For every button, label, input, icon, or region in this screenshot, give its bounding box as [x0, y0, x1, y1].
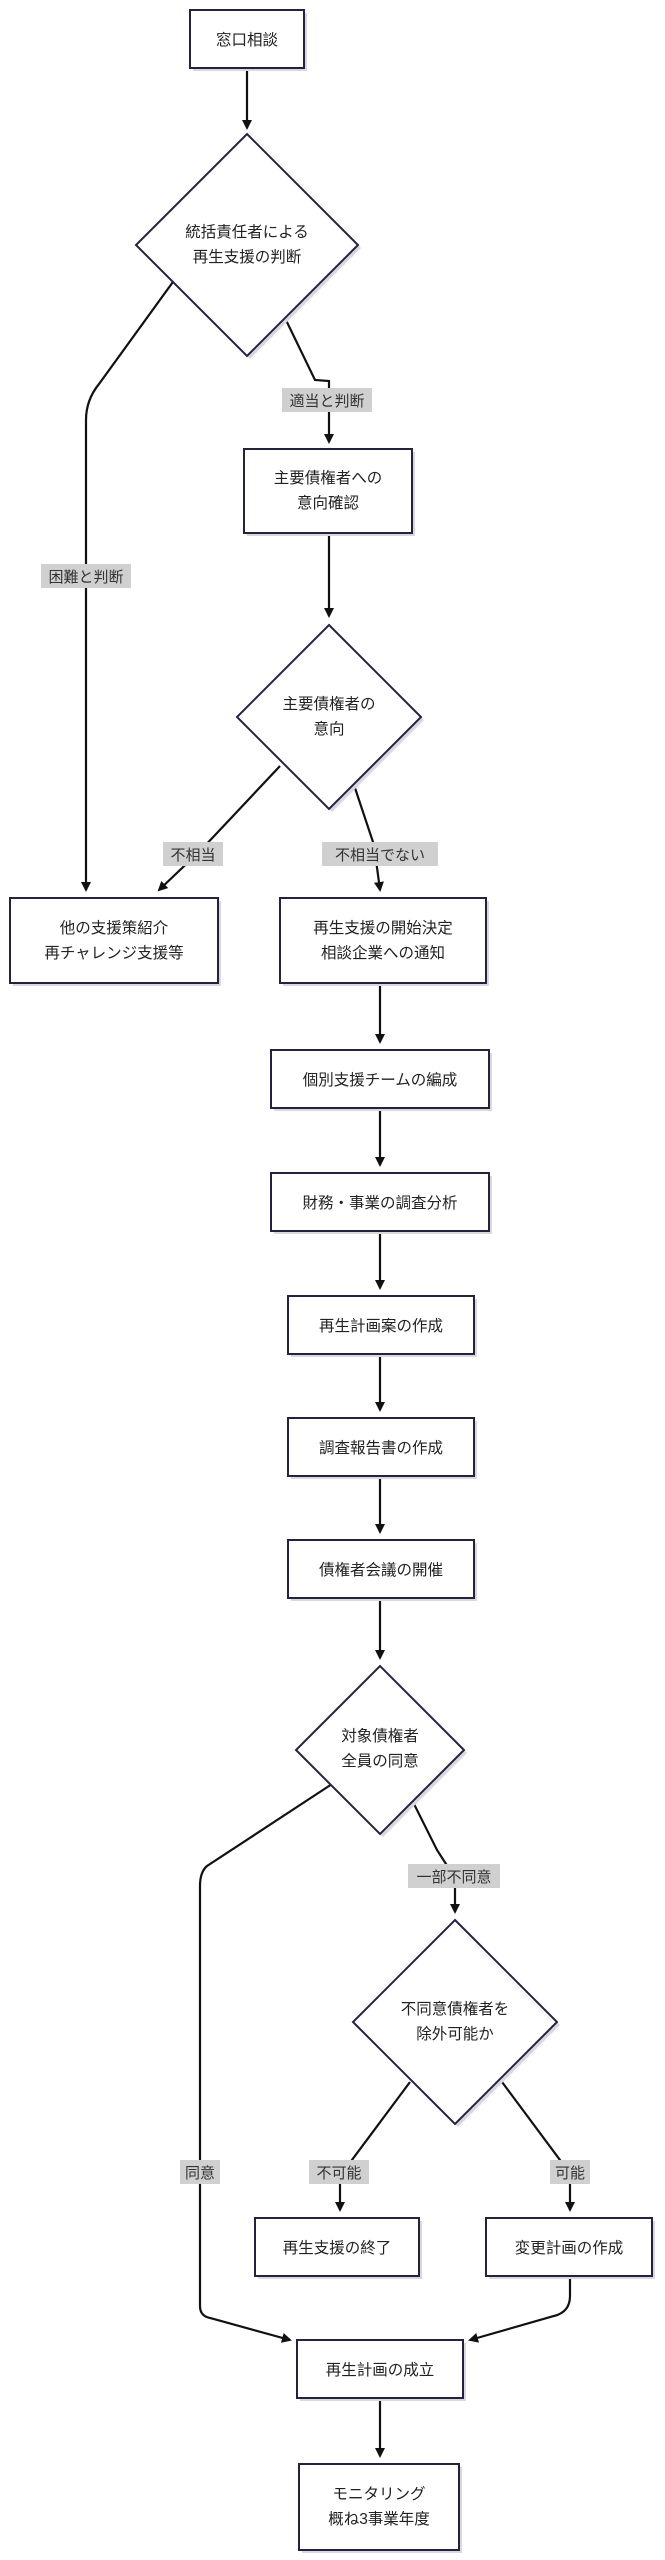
edge-consent-established [198, 1783, 333, 2343]
edge-intent-other [157, 765, 281, 892]
decision-consent: 対象債権者 全員の同意 [294, 1664, 467, 1837]
svg-text:不同意債権者を: 不同意債権者を [401, 1999, 510, 2018]
svg-text:再生計画案の作成: 再生計画案の作成 [319, 1317, 443, 1335]
edge-judge-other [81, 256, 192, 892]
edge-consent-exclude [411, 1799, 460, 1914]
svg-text:不相当でない: 不相当でない [335, 847, 425, 864]
edge-exclude-end [335, 2081, 411, 2212]
node-monitor: モニタリング 概ね3事業年度 [298, 2463, 462, 2553]
node-draft: 再生計画案の作成 [287, 1295, 477, 1357]
edge-judge-confirm [284, 317, 334, 444]
svg-text:財務・事業の調査分析: 財務・事業の調査分析 [302, 1194, 457, 1212]
node-confirm: 主要債権者への 意向確認 [243, 448, 415, 536]
svg-text:概ね3事業年度: 概ね3事業年度 [328, 2510, 430, 2528]
svg-text:意向: 意向 [313, 719, 344, 738]
svg-text:一部不同意: 一部不同意 [416, 1868, 491, 1886]
node-consult: 窓口相談 [189, 9, 307, 71]
svg-text:可能: 可能 [555, 2165, 585, 2182]
svg-text:再チャレンジ支援等: 再チャレンジ支援等 [44, 944, 183, 962]
svg-text:再生計画の成立: 再生計画の成立 [326, 2361, 435, 2379]
svg-text:個別支援チームの編成: 個別支援チームの編成 [303, 1071, 458, 1089]
svg-text:窓口相談: 窓口相談 [216, 31, 278, 49]
svg-text:相談企業への通知: 相談企業への通知 [321, 944, 445, 962]
label-partial-disagree: 一部不同意 [408, 1864, 500, 1888]
decision-exclude: 不同意債権者を 除外可能か [351, 1918, 560, 2127]
nodes: 窓口相談 統括責任者による 再生支援の判断 主要債権者への 意向確認 主要債権者… [9, 9, 655, 2553]
svg-text:全員の同意: 全員の同意 [341, 1751, 419, 1770]
edges [81, 70, 575, 2458]
svg-text:モニタリング: モニタリング [332, 2485, 425, 2503]
svg-text:調査報告書の作成: 調査報告書の作成 [319, 1439, 443, 1457]
node-established: 再生計画の成立 [296, 2339, 466, 2401]
svg-text:対象債権者: 対象債権者 [341, 1727, 419, 1745]
svg-text:不可能: 不可能 [316, 2165, 361, 2182]
svg-text:再生支援の開始決定: 再生支援の開始決定 [313, 919, 453, 937]
svg-text:不相当: 不相当 [170, 847, 215, 864]
svg-text:除外可能か: 除外可能か [416, 2025, 494, 2043]
node-report: 調査報告書の作成 [287, 1417, 477, 1479]
edge-intent-start [353, 787, 384, 892]
edge-modify-established [468, 2277, 572, 2343]
svg-text:主要債権者への: 主要債権者への [274, 469, 383, 487]
svg-text:他の支援策紹介: 他の支援策紹介 [60, 919, 169, 937]
decision-intent: 主要債権者の 意向 [235, 623, 424, 812]
node-end: 再生支援の終了 [254, 2217, 422, 2279]
label-possible: 可能 [550, 2160, 590, 2184]
node-team: 個別支援チームの編成 [270, 1049, 492, 1111]
decision-judge: 統括責任者による 再生支援の判断 [134, 132, 361, 359]
node-other: 他の支援策紹介 再チャレンジ支援等 [9, 897, 221, 986]
svg-text:変更計画の作成: 変更計画の作成 [515, 2239, 624, 2257]
label-difficult: 困難と判断 [41, 564, 131, 588]
label-impossible: 不可能 [309, 2160, 369, 2184]
label-agree: 同意 [180, 2160, 220, 2184]
svg-text:意向確認: 意向確認 [297, 493, 359, 512]
label-not-suitable: 不相当 [163, 842, 223, 866]
svg-text:主要債権者の: 主要債権者の [282, 695, 375, 713]
label-suitable: 不相当でない [322, 842, 438, 866]
svg-text:再生支援の終了: 再生支援の終了 [283, 2239, 392, 2257]
node-start: 再生支援の開始決定 相談企業への通知 [279, 897, 489, 986]
edge-exclude-modify [501, 2081, 575, 2212]
edge-labels: 適当と判断 困難と判断 不相当 不相当でない 一部不同意 同意 不可能 可能 [41, 388, 590, 2184]
node-meeting: 債権者会議の開催 [287, 1539, 477, 1601]
node-modify: 変更計画の作成 [485, 2217, 655, 2279]
node-analysis: 財務・事業の調査分析 [270, 1172, 492, 1234]
svg-text:再生支援の判断: 再生支援の判断 [193, 248, 302, 266]
svg-text:困難と判断: 困難と判断 [48, 569, 123, 586]
svg-text:統括責任者による: 統括責任者による [185, 223, 309, 241]
svg-text:債権者会議の開催: 債権者会議の開催 [319, 1561, 443, 1579]
label-appropriate: 適当と判断 [282, 388, 372, 412]
svg-text:同意: 同意 [185, 2164, 215, 2182]
svg-text:適当と判断: 適当と判断 [289, 392, 364, 410]
